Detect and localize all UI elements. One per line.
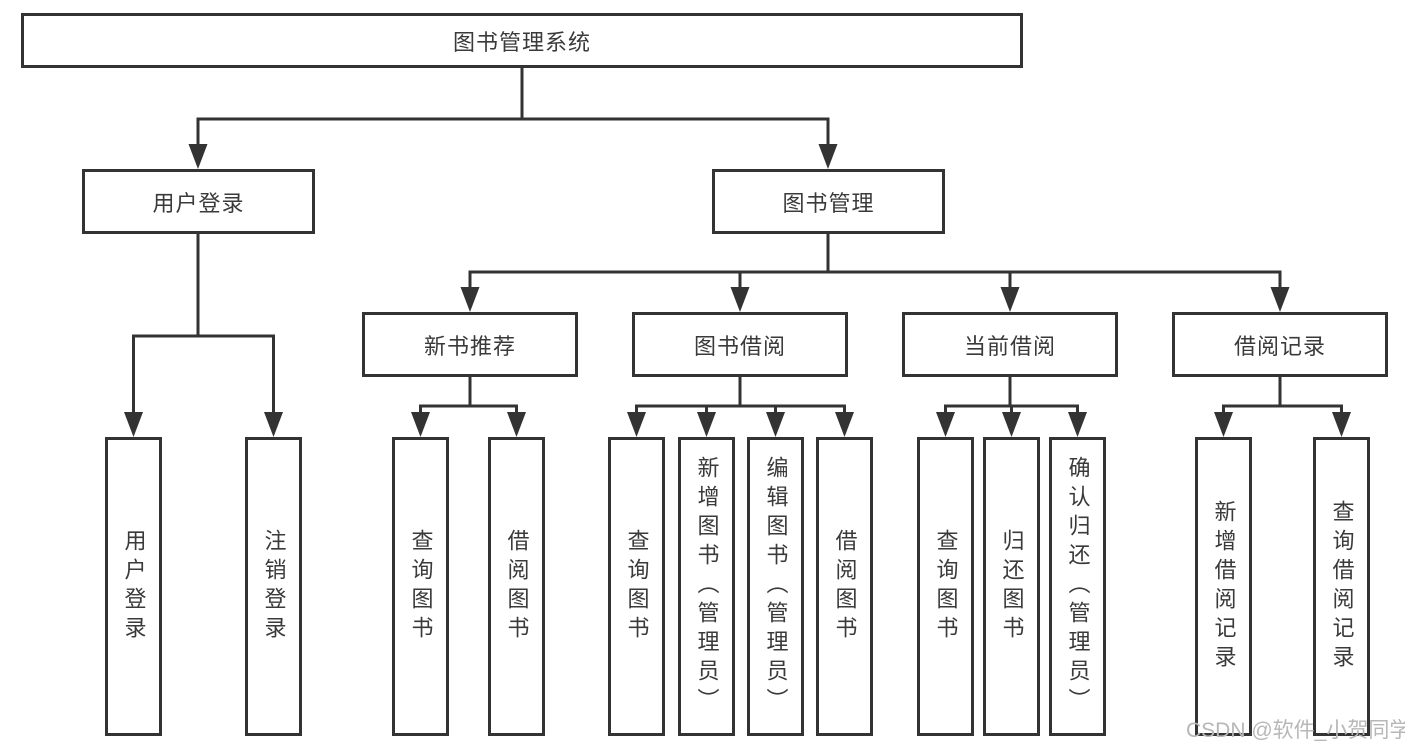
leaf-logout: 注销登录 — [245, 437, 302, 736]
arrowhead — [818, 144, 838, 169]
leaf-add-book-admin: 新增图书（管理员） — [678, 437, 735, 736]
arrowhead — [411, 412, 430, 437]
node-book-management: 图书管理 — [712, 169, 945, 234]
node-label: 归还图书 — [999, 528, 1025, 645]
node-label: 借阅记录 — [1233, 333, 1326, 359]
node-label: 注销登录 — [261, 528, 287, 645]
node-label: 新书推荐 — [423, 333, 516, 359]
leaf-current-query-book: 查询图书 — [917, 437, 974, 736]
arrowhead — [188, 144, 208, 169]
node-label: 编辑图书（管理员） — [763, 456, 789, 717]
csdn-watermark: CSDN @软件_小贺同学 — [1186, 719, 1405, 742]
node-library-management-system: 图书管理系统 — [21, 13, 1023, 68]
arrowhead — [1002, 412, 1021, 437]
node-label: 查询图书 — [933, 528, 959, 645]
arrowhead — [697, 412, 716, 437]
node-user-login: 用户登录 — [82, 169, 315, 234]
leaf-add-borrow-record: 新增借阅记录 — [1195, 437, 1252, 736]
connector-shafts — [132, 68, 1343, 420]
node-label: 查询借阅记录 — [1329, 499, 1355, 674]
arrowhead — [1270, 287, 1290, 312]
connector-rec-to-leaves — [419, 377, 518, 420]
arrowhead — [835, 412, 854, 437]
connector-mgmt-to-level3 — [468, 234, 1282, 295]
leaf-rec-query-book: 查询图书 — [392, 437, 449, 736]
node-new-book-recommendation: 新书推荐 — [362, 312, 578, 377]
arrowhead — [936, 412, 955, 437]
node-label: 当前借阅 — [963, 333, 1056, 359]
arrowhead — [124, 412, 143, 437]
connector-borrow-to-leaves — [635, 377, 846, 420]
node-label: 用户登录 — [152, 190, 245, 216]
arrowhead — [627, 412, 646, 437]
node-label: 借阅图书 — [504, 528, 530, 645]
arrowhead — [730, 287, 750, 312]
connector-records-to-leaves — [1222, 377, 1343, 420]
arrowhead — [1332, 412, 1351, 437]
arrowhead — [264, 412, 283, 437]
node-label: 图书借阅 — [693, 333, 786, 359]
node-label: 图书管理系统 — [452, 29, 591, 55]
node-current-borrowing: 当前借阅 — [902, 312, 1118, 377]
arrowhead — [766, 412, 785, 437]
connector-root-to-level2 — [196, 68, 830, 152]
leaf-return-book: 归还图书 — [983, 437, 1040, 736]
node-label: 用户登录 — [121, 528, 147, 645]
leaf-borrow-query-book: 查询图书 — [608, 437, 665, 736]
node-borrowing-records: 借阅记录 — [1172, 312, 1388, 377]
leaf-rec-borrow-book: 借阅图书 — [488, 437, 545, 736]
node-label: 图书管理 — [782, 190, 875, 216]
node-book-borrowing: 图书借阅 — [632, 312, 848, 377]
node-label: 确认归还（管理员） — [1065, 456, 1091, 717]
connector-arrowheads — [124, 144, 1351, 437]
arrowhead — [1214, 412, 1233, 437]
node-label: 查询图书 — [624, 528, 650, 645]
connector-login-to-leaves — [132, 234, 275, 420]
node-label: 新增图书（管理员） — [694, 456, 720, 717]
leaf-confirm-return-admin: 确认归还（管理员） — [1049, 437, 1106, 736]
node-label: 新增借阅记录 — [1211, 499, 1237, 674]
leaf-query-borrow-record: 查询借阅记录 — [1313, 437, 1370, 736]
node-label: 查询图书 — [408, 528, 434, 645]
node-label: 借阅图书 — [832, 528, 858, 645]
leaf-user-login: 用户登录 — [105, 437, 162, 736]
arrowhead — [507, 412, 526, 437]
leaf-edit-book-admin: 编辑图书（管理员） — [747, 437, 804, 736]
arrowhead — [1000, 287, 1020, 312]
leaf-borrow-book: 借阅图书 — [816, 437, 873, 736]
arrowhead — [460, 287, 480, 312]
arrowhead — [1068, 412, 1087, 437]
